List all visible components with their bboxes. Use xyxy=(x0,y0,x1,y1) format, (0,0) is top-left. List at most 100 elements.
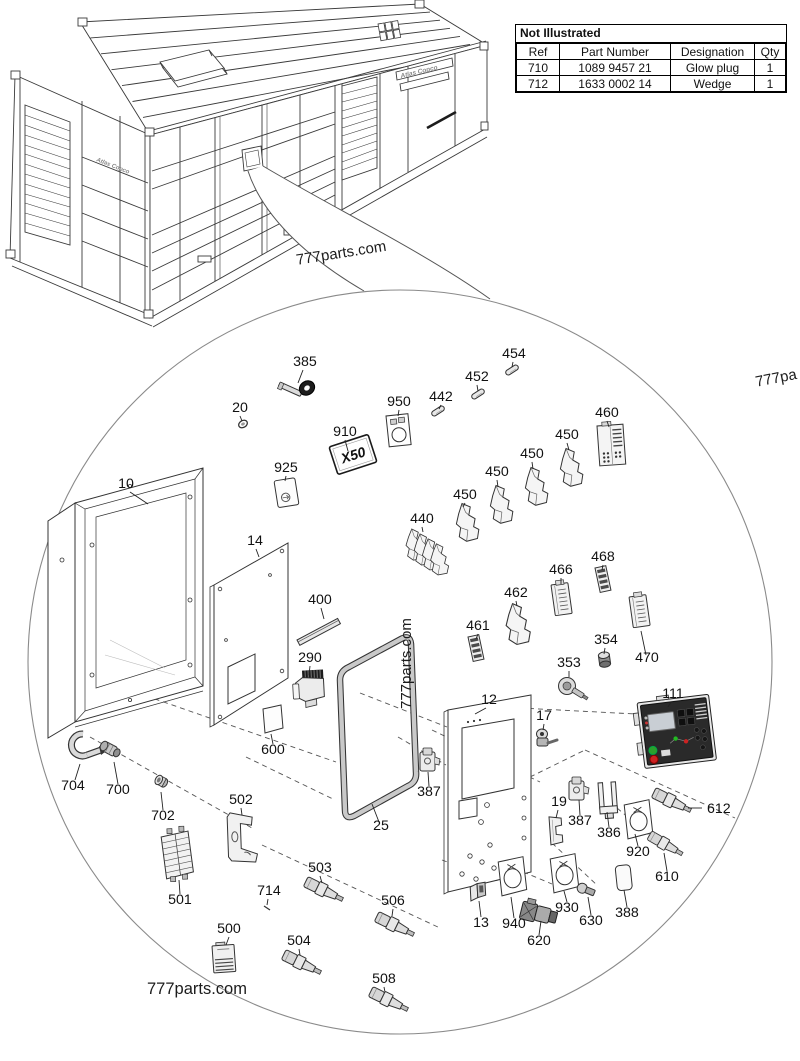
col-header-part-number: Part Number xyxy=(559,43,671,60)
part-label-388: 388 xyxy=(615,905,639,921)
part-label-504: 504 xyxy=(287,933,311,949)
watermark-bottom: 777parts.com xyxy=(147,980,247,998)
cell-qty: 1 xyxy=(754,75,786,92)
detail-circle xyxy=(27,289,773,1035)
part-label-700: 700 xyxy=(106,782,130,798)
cell-ref: 712 xyxy=(516,75,560,92)
part-label-19: 19 xyxy=(551,794,567,810)
part-508-sensor xyxy=(367,985,411,1016)
part-14-panel xyxy=(209,542,289,728)
part-502-bracket xyxy=(226,812,259,863)
part-17-lock xyxy=(536,728,559,747)
part-462-clip xyxy=(504,602,532,646)
part-714-pin xyxy=(263,905,271,911)
part-label-950: 950 xyxy=(387,394,411,410)
part-386-bracket xyxy=(597,781,619,820)
part-label-462: 462 xyxy=(504,585,528,601)
part-label-440: 440 xyxy=(410,511,434,527)
part-460-relay xyxy=(596,421,627,467)
part-label-20: 20 xyxy=(232,400,248,416)
table-title: Not Illustrated xyxy=(516,25,786,43)
part-label-385: 385 xyxy=(293,354,317,370)
part-label-468: 468 xyxy=(591,549,615,565)
part-468-terminal xyxy=(594,565,612,593)
col-header-qty: Qty xyxy=(754,43,786,60)
part-600-plate xyxy=(262,704,284,734)
part-930-plate xyxy=(549,853,580,894)
part-630-plug xyxy=(576,882,596,897)
cell-part-number: 1633 0002 14 xyxy=(559,75,671,92)
part-450-clip-1 xyxy=(558,446,585,488)
part-labels: 385 20 910 925 950 442 452 454 460 450 4… xyxy=(61,346,731,987)
part-label-387-left: 387 xyxy=(417,784,441,800)
watermark-vertical: 777parts.com xyxy=(398,618,415,709)
part-label-354: 354 xyxy=(594,632,618,648)
part-950-plate xyxy=(385,413,412,448)
part-label-14: 14 xyxy=(247,533,263,549)
part-290-connector xyxy=(292,669,325,708)
parts: X50 xyxy=(47,363,717,1016)
part-388-cover xyxy=(614,864,633,891)
part-111-controller xyxy=(632,693,717,769)
part-940-plate xyxy=(497,856,528,897)
part-label-450-1: 450 xyxy=(555,427,579,443)
part-label-466: 466 xyxy=(549,562,573,578)
part-25-gasket xyxy=(336,634,420,821)
part-label-612: 612 xyxy=(707,801,731,817)
part-label-620: 620 xyxy=(527,933,551,949)
part-387-latch-right xyxy=(568,776,590,801)
part-353-sensor xyxy=(558,677,589,701)
part-label-920: 920 xyxy=(626,844,650,860)
part-387-latch-left xyxy=(419,747,441,772)
part-label-454: 454 xyxy=(502,346,526,362)
part-385-key xyxy=(276,380,316,397)
part-label-12: 12 xyxy=(481,692,497,708)
container-illustration: Atlas Copco Atlas Copco xyxy=(5,0,489,328)
part-442-pin xyxy=(430,404,446,418)
zoom-beam xyxy=(247,165,491,300)
part-label-450-4: 450 xyxy=(453,487,477,503)
part-label-400: 400 xyxy=(308,592,332,608)
part-label-442: 442 xyxy=(429,389,453,405)
part-label-452: 452 xyxy=(465,369,489,385)
col-header-ref: Ref xyxy=(516,43,560,60)
col-header-designation: Designation xyxy=(670,43,755,60)
cell-designation: Wedge xyxy=(670,75,755,92)
part-label-450-3: 450 xyxy=(485,464,509,480)
part-440-clip-stack xyxy=(405,528,450,576)
part-610-sensor xyxy=(646,829,686,860)
part-label-290: 290 xyxy=(298,650,322,666)
part-910-label-plate: X50 xyxy=(328,434,378,475)
part-label-502: 502 xyxy=(229,792,253,808)
part-500-relay xyxy=(211,941,237,974)
part-920-plate xyxy=(623,799,654,840)
part-label-386: 386 xyxy=(597,825,621,841)
table-row: 710 1089 9457 21 Glow plug 1 xyxy=(516,59,786,76)
part-503-sensor xyxy=(302,875,346,906)
part-label-910: 910 xyxy=(333,424,357,440)
part-702-grommet xyxy=(154,774,169,788)
part-label-714: 714 xyxy=(257,883,281,899)
part-12-door-panel xyxy=(443,694,532,895)
cell-part-number: 1089 9457 21 xyxy=(559,59,671,76)
leader-lines xyxy=(74,361,702,993)
part-label-10: 10 xyxy=(118,476,134,492)
part-501-connector xyxy=(160,825,194,883)
part-450-clip-3 xyxy=(488,483,515,525)
part-700-fitting xyxy=(99,740,121,758)
cell-qty: 1 xyxy=(754,59,786,76)
part-label-600: 600 xyxy=(261,742,285,758)
table-row: 712 1633 0002 14 Wedge 1 xyxy=(516,75,786,92)
part-450-clip-4 xyxy=(454,501,481,543)
part-label-506: 506 xyxy=(381,893,405,909)
part-label-503: 503 xyxy=(308,860,332,876)
part-label-930: 930 xyxy=(555,900,579,916)
part-470-relay xyxy=(628,590,651,629)
part-20-grommet xyxy=(238,419,248,429)
table-header-row: Ref Part Number Designation Qty xyxy=(516,43,786,60)
part-label-704: 704 xyxy=(61,778,85,794)
x50-text: X50 xyxy=(338,443,368,466)
part-354-cap xyxy=(597,651,612,668)
